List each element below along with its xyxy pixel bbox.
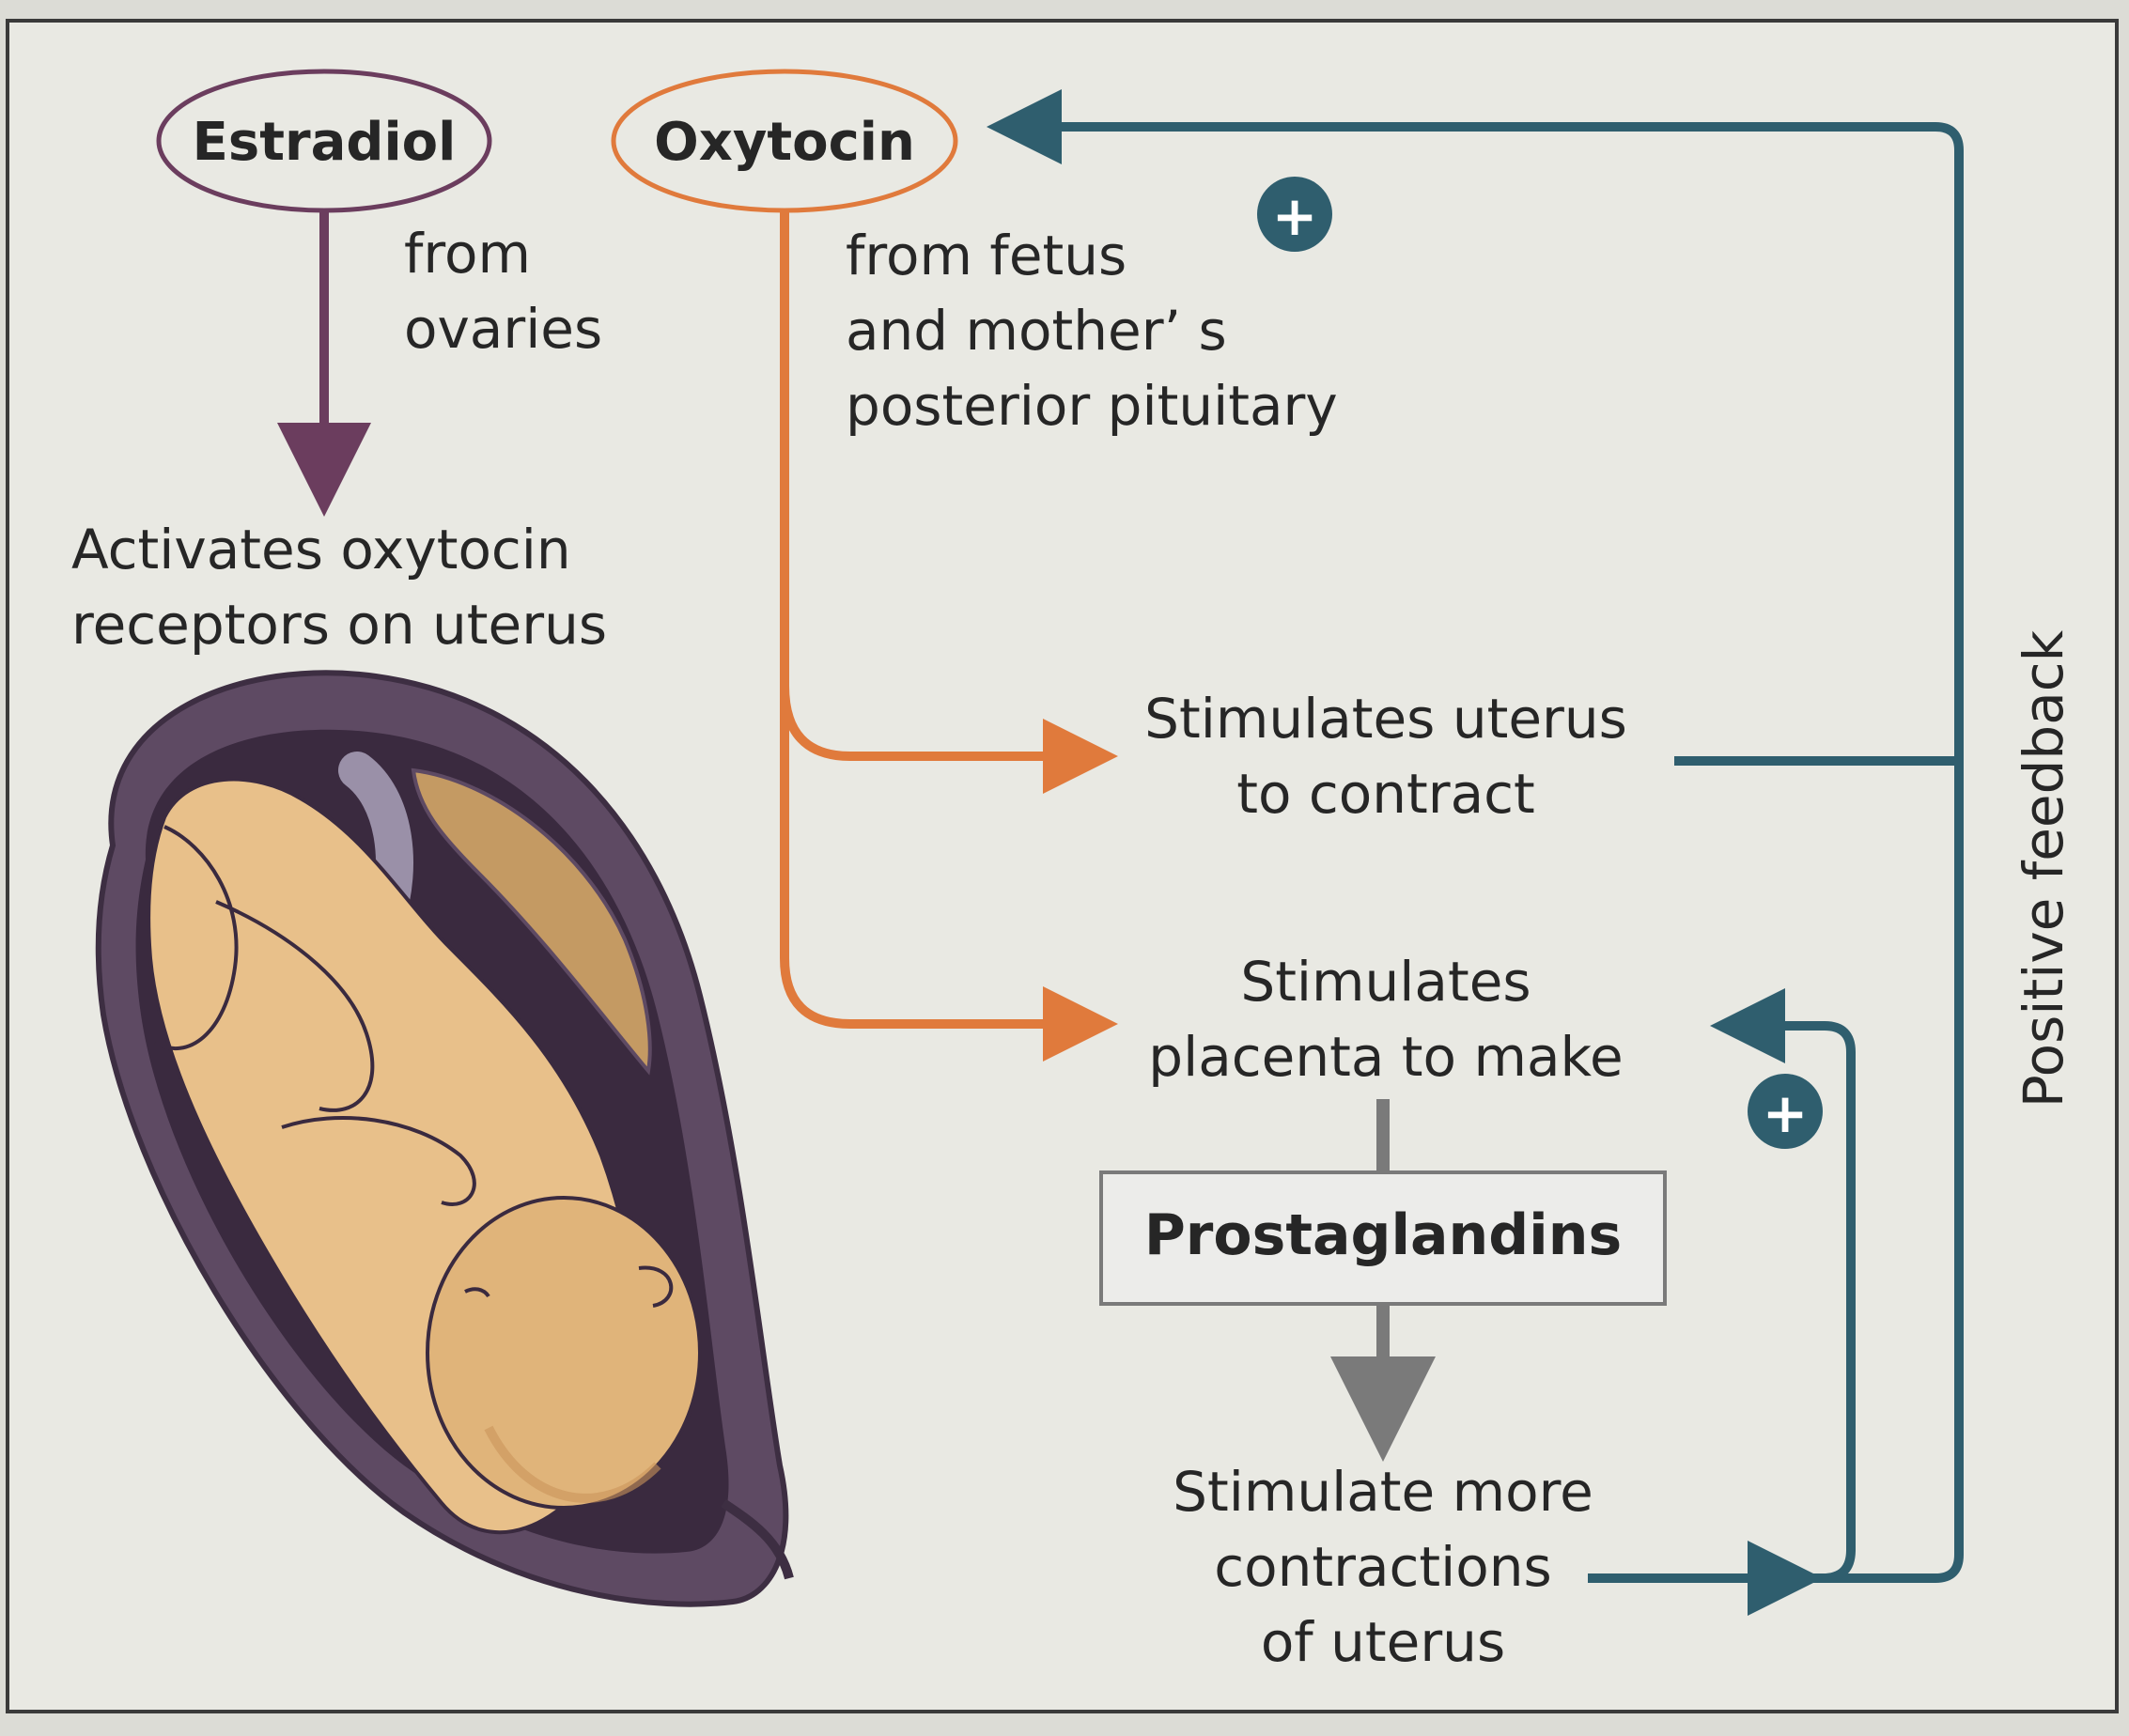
oxytocin-to-uterus-arrow: [780, 685, 1118, 794]
estradiol-effect-line2: receptors on uterus: [71, 593, 607, 657]
svg-text:+: +: [1272, 184, 1318, 248]
prostaglandins-label: Prostaglandins: [1144, 1202, 1622, 1268]
plus-circle-icon: +: [1257, 177, 1332, 252]
estradiol-effect-line1: Activates oxytocin: [71, 518, 571, 581]
oxytocin-source-line3: posterior pituitary: [846, 374, 1338, 438]
outcome-line2: contractions: [1214, 1535, 1551, 1599]
prostaglandins-box: [1099, 1170, 1667, 1306]
estradiol-source-line2: ovaries: [404, 297, 602, 361]
svg-text:+: +: [1763, 1081, 1809, 1145]
feedback-loop-inner: [1710, 988, 1856, 1583]
estradiol-oval: [156, 69, 492, 213]
oxytocin-trunk: [780, 212, 1080, 1029]
feedback-loop-outer: [987, 89, 1964, 1583]
oxytocin-source-line2: and mother’ s: [846, 299, 1227, 363]
placenta-line2: placenta to make: [1148, 1025, 1623, 1089]
contract-line1: Stimulates uterus: [1144, 687, 1627, 751]
oxytocin-source-line1: from fetus: [846, 224, 1127, 287]
outcome-line1: Stimulate more: [1173, 1460, 1593, 1524]
estradiol-source-line1: from: [404, 222, 531, 286]
positive-feedback-label: Positive feedback: [2012, 629, 2075, 1108]
oxytocin-oval: [611, 69, 958, 213]
oxytocin-label: Oxytocin: [654, 112, 915, 173]
outcome-line3: of uterus: [1261, 1610, 1505, 1674]
estradiol-label: Estradiol: [193, 112, 457, 173]
plus-circle-icon: +: [1748, 1074, 1823, 1149]
fetus-in-uterus-illustration: [95, 670, 794, 1607]
contract-line2: to contract: [1236, 762, 1535, 826]
placenta-line1: Stimulates: [1240, 950, 1531, 1014]
